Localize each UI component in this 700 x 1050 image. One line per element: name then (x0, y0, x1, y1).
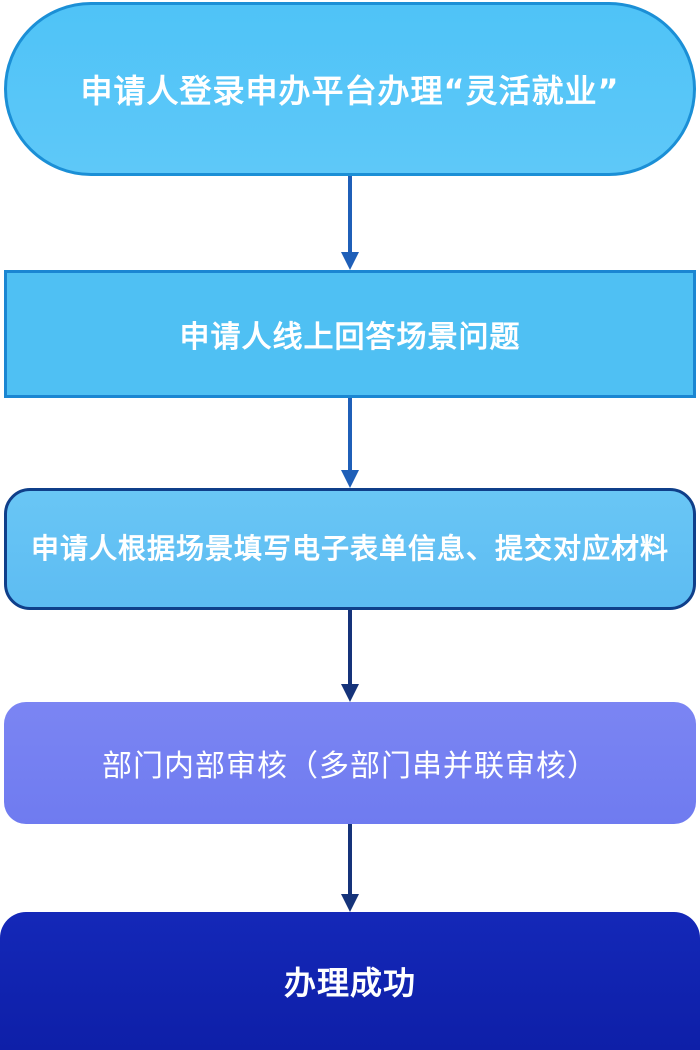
arrow-down-4 (341, 824, 359, 912)
step-end-success: 办理成功 (0, 912, 700, 1050)
step-answer-label: 申请人线上回答场景问题 (179, 320, 521, 355)
step-start-label: 申请人登录申办平台办理“灵活就业” (80, 72, 620, 110)
arrow-down-2 (341, 398, 359, 488)
step-fill-form-label: 申请人根据场景填写电子表单信息、提交对应材料 (30, 532, 669, 565)
step-fill-form: 申请人根据场景填写电子表单信息、提交对应材料 (4, 488, 696, 610)
step-review-label: 部门内部审核（多部门串并联审核） (102, 749, 598, 784)
arrow-down-1 (341, 176, 359, 270)
step-answer-questions: 申请人线上回答场景问题 (4, 270, 696, 398)
arrow-down-3 (341, 610, 359, 702)
step-end-label: 办理成功 (283, 964, 416, 1002)
step-internal-review: 部门内部审核（多部门串并联审核） (4, 702, 696, 824)
step-start-login: 申请人登录申办平台办理“灵活就业” (4, 2, 696, 176)
